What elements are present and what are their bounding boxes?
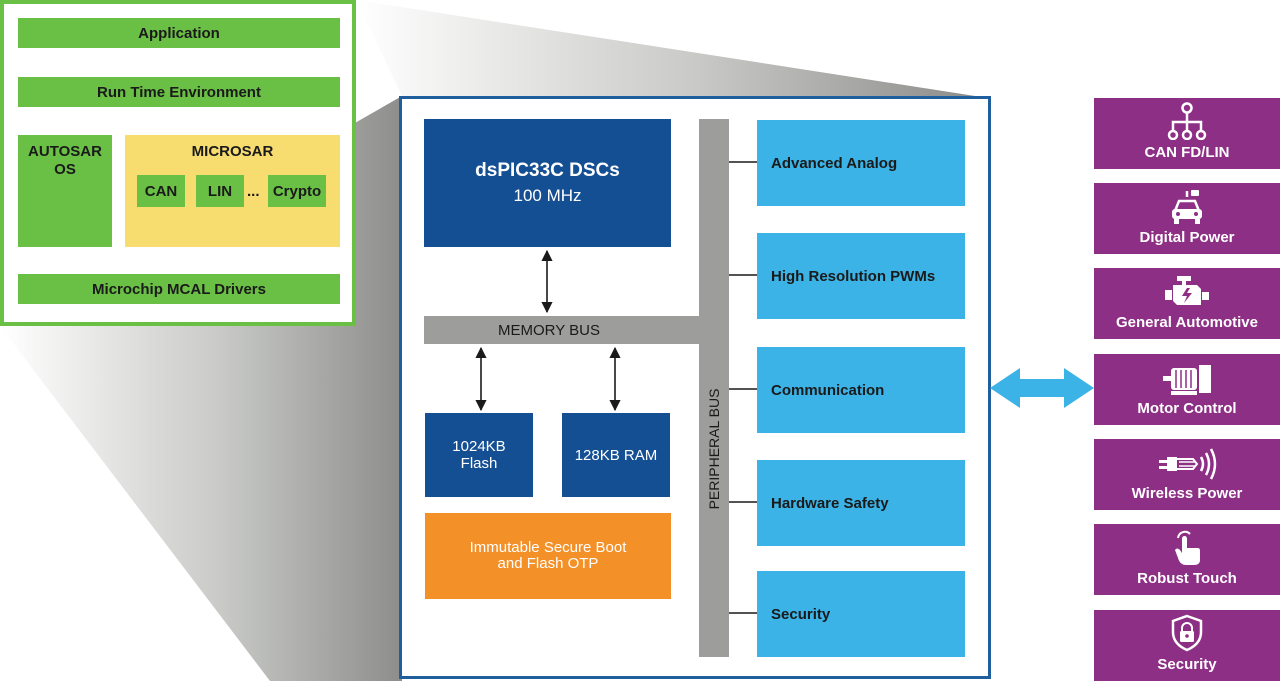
app-tile-can-fd-lin: CAN FD/LIN [1094,98,1280,169]
peripheral-hardware-safety: Hardware Safety [757,460,965,546]
device-block: dsPIC33C DSCs 100 MHz PERIPHERAL BUS MEM… [399,96,991,679]
app-label-general-automotive: General Automotive [1116,314,1258,331]
ram-block: 128KB RAM [562,413,670,497]
app-tile-digital-power: Digital Power [1094,183,1280,254]
peripheral-security: Security [757,571,965,657]
core-speed: 100 MHz [513,186,582,205]
app-tile-security: Security [1094,610,1280,681]
motor-icon [1163,365,1211,395]
app-label-wireless-power: Wireless Power [1131,485,1243,502]
peripheral-high-resolution-pwms: High Resolution PWMs [757,233,965,319]
app-label-motor-control: Motor Control [1137,400,1237,417]
wireless-coil-icon [1159,448,1217,480]
autosar-os-line2: OS [54,161,76,178]
module-ellipsis: ... [247,183,260,200]
flash-type: Flash [460,455,498,472]
app-tile-motor-control: Motor Control [1094,354,1280,425]
electric-car-icon [1172,190,1202,224]
flash-size: 1024KB [452,438,506,455]
memory-bus: MEMORY BUS [424,316,729,344]
core-block: dsPIC33C DSCs 100 MHz [424,119,671,247]
secure-boot-line1: Immutable Secure Boot [469,539,627,556]
app-tile-wireless-power: Wireless Power [1094,439,1280,510]
app-tile-general-automotive: General Automotive [1094,268,1280,339]
app-label-digital-power: Digital Power [1139,229,1235,246]
shield-lock-icon [1171,614,1203,652]
microsar-label: MICROSAR [191,143,274,160]
flash-block: 1024KB Flash [425,413,533,497]
ram-label: 128KB RAM [574,446,658,464]
bidirectional-arrow [990,368,1094,408]
engine-icon [1165,276,1209,305]
autosar-os-block: AUTOSAR OS [18,135,112,247]
can-module: CAN [137,175,185,207]
rte-layer: Run Time Environment [18,77,340,107]
app-tile-robust-touch: Robust Touch [1094,524,1280,595]
software-stack-panel: Application Run Time Environment AUTOSAR… [0,0,356,326]
bus-arrows [475,161,757,614]
touch-hand-icon [1175,530,1200,565]
mcal-layer: Microchip MCAL Drivers [18,274,340,304]
secure-boot-line2: and Flash OTP [497,555,599,572]
core-title: dsPIC33C DSCs [475,160,620,181]
application-layer: Application [18,18,340,48]
secure-boot-block: Immutable Secure Boot and Flash OTP [425,513,671,599]
peripheral-advanced-analog: Advanced Analog [757,120,965,206]
network-tree-icon [1167,102,1207,140]
microsar-block: MICROSAR CAN LIN ... Crypto [125,135,340,247]
app-label-security: Security [1157,656,1217,673]
autosar-os-line1: AUTOSAR [28,143,102,160]
lin-module: LIN [196,175,244,207]
app-label-robust-touch: Robust Touch [1137,570,1237,587]
peripheral-communication: Communication [757,347,965,433]
peripheral-bus: PERIPHERAL BUS [699,119,729,657]
app-label-can-fd-lin: CAN FD/LIN [1144,144,1230,161]
crypto-module: Crypto [268,175,326,207]
